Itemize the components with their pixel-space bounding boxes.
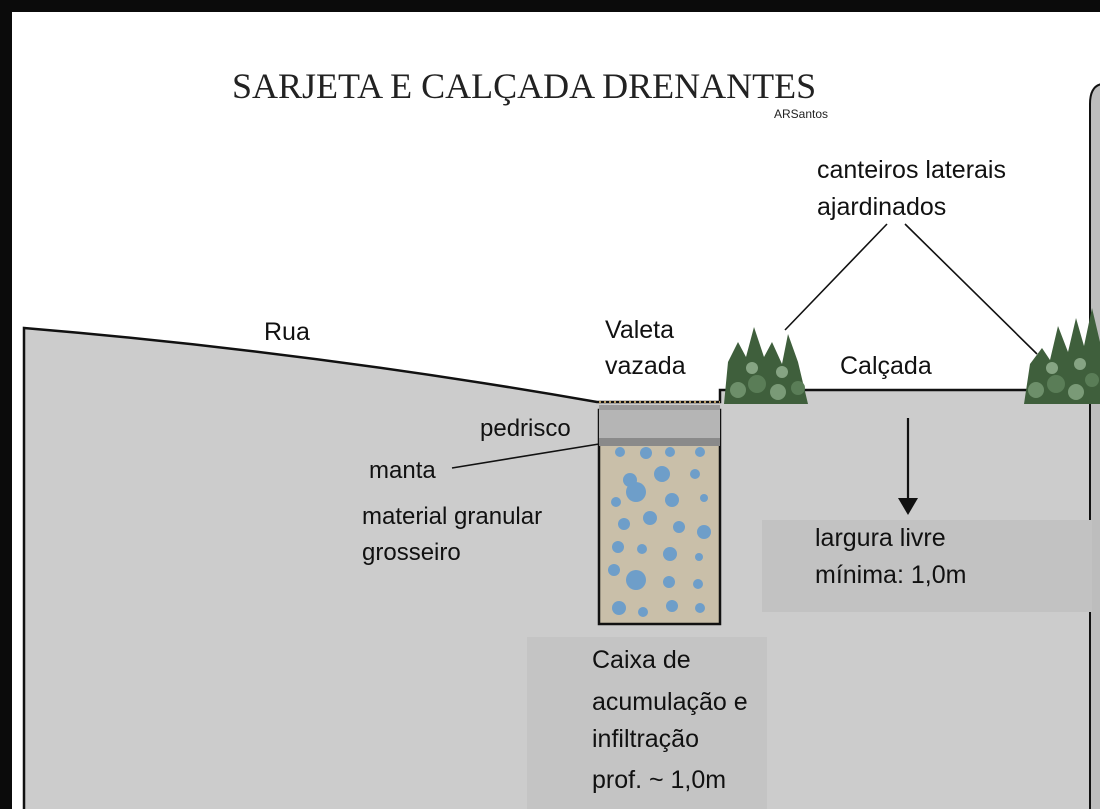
material-label-line2: grosseiro [362, 539, 461, 566]
plant-right [1024, 308, 1100, 404]
largura-label-line2: mínima: 1,0m [815, 561, 966, 589]
manta-layer [599, 438, 720, 446]
width-arrow-head [898, 498, 918, 515]
caixa-label-line3: infiltração [592, 725, 699, 753]
calcada-label: Calçada [840, 352, 932, 380]
material-label-line1: material granular [362, 503, 542, 530]
caixa-label-line2: acumulação e [592, 688, 748, 716]
ground-section [22, 326, 1100, 809]
pedrisco-layer [599, 410, 720, 438]
manta-leader [451, 443, 600, 469]
canteiros-label-line1: canteiros laterais [817, 156, 1006, 184]
rua-label: Rua [264, 318, 310, 346]
cross-section-diagram: SARJETA E CALÇADA DRENANTES ARSantos can… [22, 66, 1100, 809]
diagram-title: SARJETA E CALÇADA DRENANTES [232, 66, 816, 106]
largura-label-box [762, 520, 1092, 612]
manta-label: manta [369, 457, 436, 484]
canteiros-leader-left [784, 223, 888, 331]
largura-label-line1: largura livre [815, 524, 946, 552]
plant-left [724, 327, 808, 404]
author-credit: ARSantos [774, 107, 828, 121]
building-wall [1089, 83, 1100, 809]
canteiros-label-line2: ajardinados [817, 193, 946, 221]
pedrisco-label: pedrisco [480, 415, 571, 442]
caixa-label-line1: Caixa de [592, 646, 691, 674]
valeta-label-line1: Valeta [605, 316, 674, 344]
canteiros-leader-right [904, 223, 1038, 355]
valeta-label-line2: vazada [605, 352, 686, 380]
grate-top [599, 405, 720, 410]
caixa-label-line4: prof. ~ 1,0m [592, 766, 726, 794]
caixa-label-box [527, 637, 767, 809]
granular-stones [608, 447, 711, 617]
